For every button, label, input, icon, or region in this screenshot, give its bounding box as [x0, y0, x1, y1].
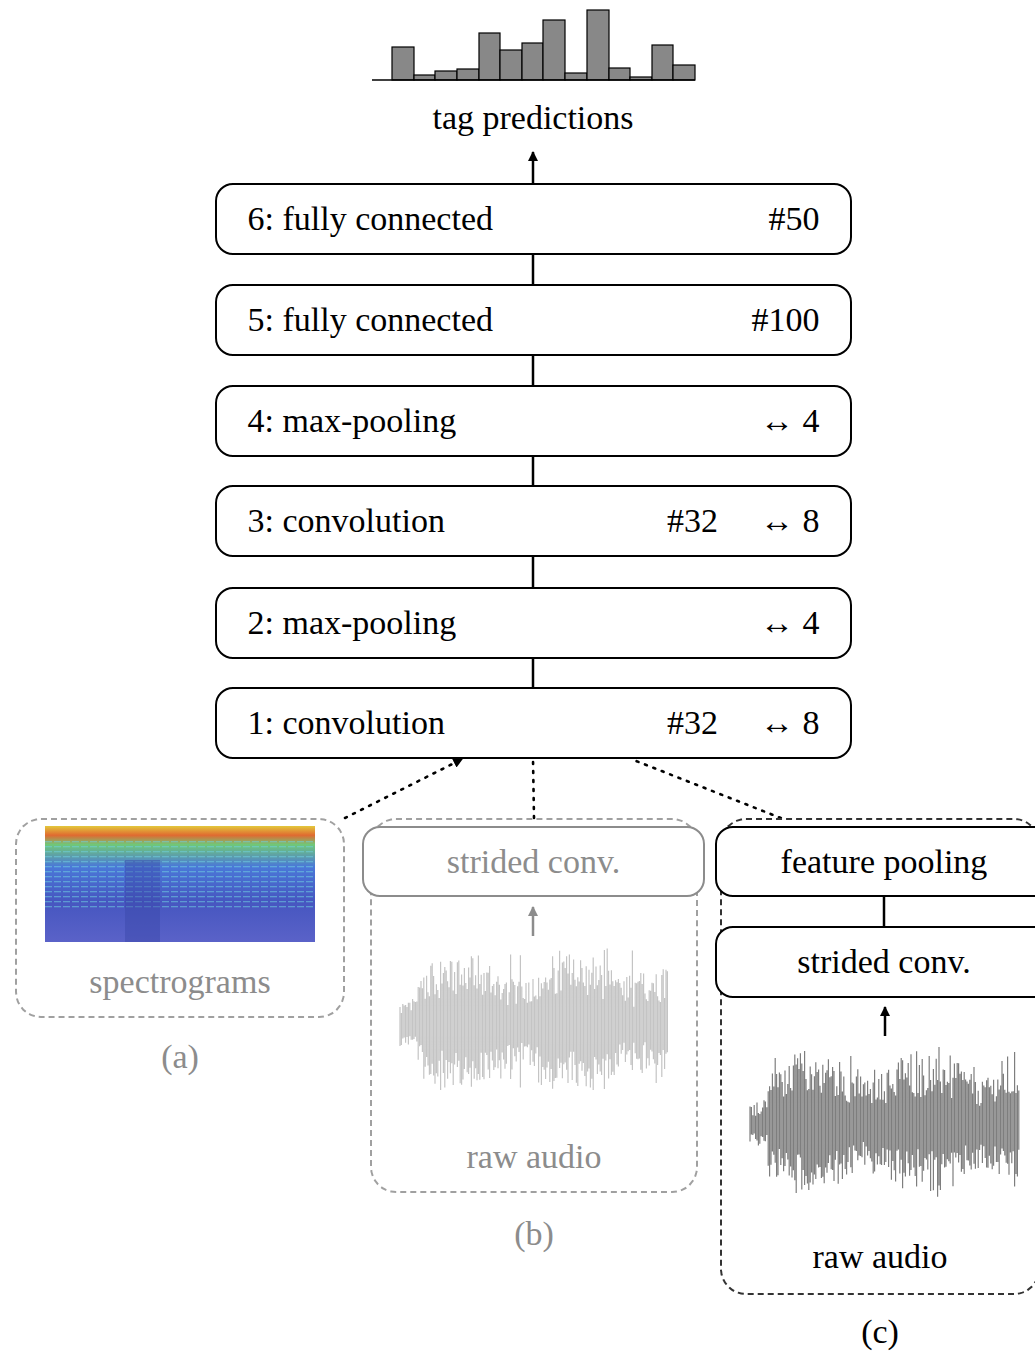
connector	[532, 255, 535, 284]
layer-box: 3: convolution #32 ↔ 8	[215, 485, 852, 557]
connector	[532, 659, 535, 687]
layer-box: 6: fully connected #50	[215, 183, 852, 255]
connector	[532, 557, 535, 587]
layer-name: 4: max-pooling	[248, 401, 719, 441]
layer-box: 1: convolution #32 ↔ 8	[215, 687, 852, 759]
dotted-connector	[345, 759, 462, 818]
waveform	[400, 949, 667, 1090]
layer-name: 2: max-pooling	[248, 603, 719, 643]
layer-param: ↔ 8	[760, 703, 820, 743]
panel-caption: (c)	[722, 1312, 1035, 1351]
connector	[532, 356, 535, 385]
box-label: strided conv.	[717, 942, 1035, 982]
layer-name: 5: fully connected	[248, 300, 710, 340]
layer-param: ↔ 4	[760, 603, 820, 643]
panel-caption: (b)	[372, 1214, 696, 1254]
dotted-connector	[631, 759, 781, 818]
process-box: strided conv.	[362, 826, 705, 897]
output-arrow	[532, 152, 535, 183]
layer-box: 2: max-pooling ↔ 4	[215, 587, 852, 659]
input-label: raw audio	[372, 1137, 696, 1177]
spectrogram-image	[45, 826, 315, 942]
connector	[532, 457, 535, 485]
box-label: strided conv.	[364, 842, 703, 882]
output-label: tag predictions	[432, 98, 633, 138]
layer-name: 6: fully connected	[248, 199, 727, 239]
layer-param: #50	[769, 199, 820, 239]
layer-param: ↔ 8	[760, 501, 820, 541]
input-label: spectrograms	[17, 962, 343, 1002]
input-arrow	[532, 907, 535, 936]
histogram	[372, 10, 695, 80]
process-box: strided conv.	[715, 926, 1035, 998]
dotted-connector	[533, 759, 534, 818]
input-label: raw audio	[722, 1237, 1035, 1277]
layer-param: #32	[667, 501, 718, 541]
panel-caption: (a)	[17, 1037, 343, 1077]
layer-param: #32	[667, 703, 718, 743]
layer-name: 1: convolution	[248, 703, 626, 743]
process-box: feature pooling	[715, 826, 1035, 897]
connector	[883, 897, 886, 926]
layer-box: 4: max-pooling ↔ 4	[215, 385, 852, 457]
input-arrow	[884, 1007, 887, 1036]
layer-box: 5: fully connected #100	[215, 284, 852, 356]
box-label: feature pooling	[717, 842, 1035, 882]
layer-name: 3: convolution	[248, 501, 626, 541]
input-group: raw audio(c)feature poolingstrided conv.	[720, 818, 1035, 1295]
input-group: raw audio(b)strided conv.	[370, 818, 698, 1193]
waveform	[750, 1047, 1019, 1197]
layer-param: #100	[752, 300, 820, 340]
layer-param: ↔ 4	[760, 401, 820, 441]
input-group: spectrograms(a)	[15, 818, 345, 1018]
